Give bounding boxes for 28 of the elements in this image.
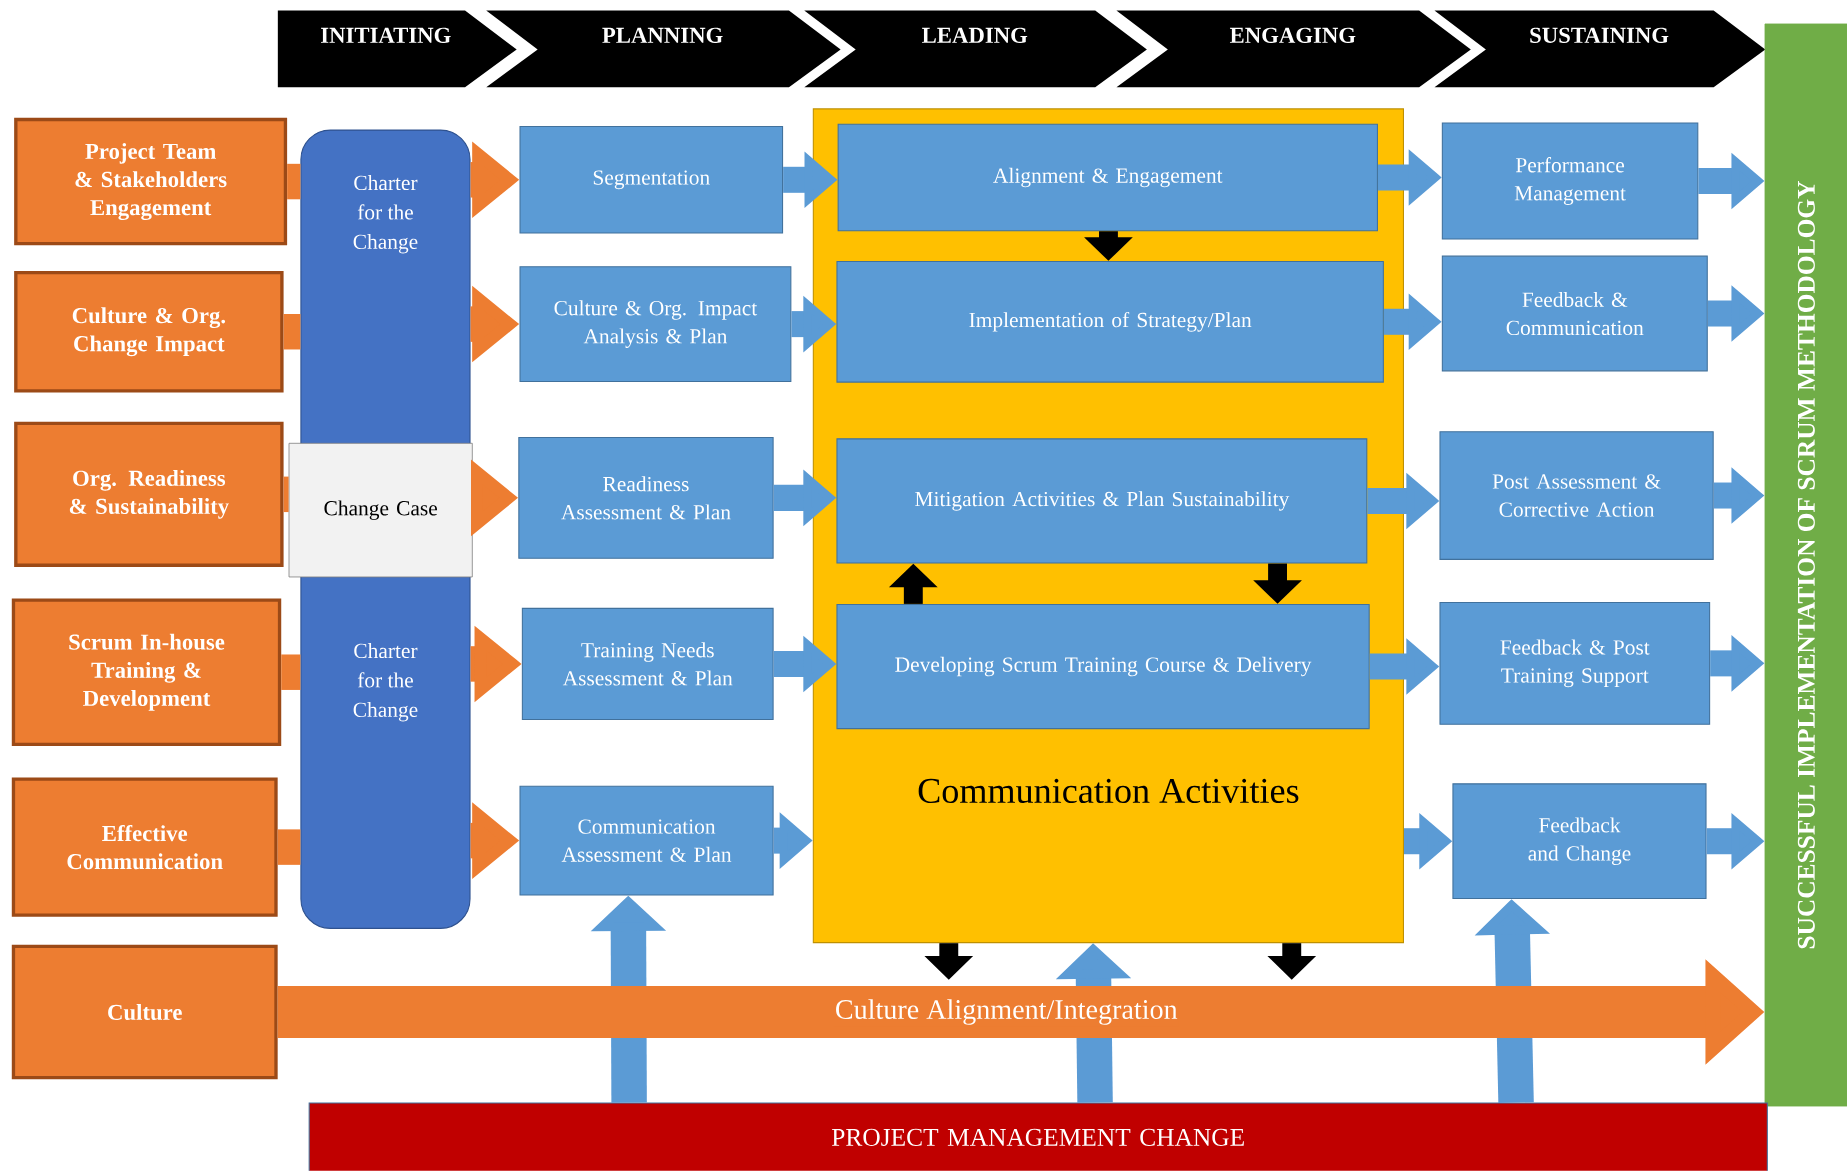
edge-label: Culture Alignment/Integration	[833, 997, 1179, 1027]
input-box: Effective Communication	[11, 777, 278, 917]
process-box: Mitigation Activities & Plan Sustainability	[836, 438, 1368, 564]
foundation-bar: PROJECT MANAGEMENT CHANGE	[308, 1102, 1768, 1171]
connector	[283, 476, 289, 513]
process-box: Readiness Assessment & Plan	[518, 437, 774, 559]
connector	[287, 163, 301, 200]
process-box: Training Needs Assessment & Plan	[521, 607, 774, 721]
process-box: Alignment & Engagement	[837, 123, 1378, 232]
connector	[277, 829, 301, 865]
change-case-box: Change Case	[288, 442, 473, 578]
input-box: Scrum In-house Training & Development	[11, 598, 282, 747]
phase-banner: INITIATING	[275, 8, 520, 90]
process-box: Performance Management	[1441, 122, 1699, 240]
input-box: Project Team & Stakeholders Engagement	[14, 117, 288, 246]
connector	[281, 654, 301, 690]
connector	[283, 314, 301, 350]
process-box: Post Assessment & Corrective Action	[1439, 431, 1714, 560]
process-box: Feedback & Communication	[1441, 255, 1708, 372]
process-box: Implementation of Strategy/Plan	[836, 261, 1384, 383]
outcome-bar: SUCCESSFUL IMPLEMENTATION OF SCRUM METHODOLOGY	[1764, 23, 1847, 1107]
process-box: Segmentation	[519, 126, 784, 234]
process-box: Feedback & Post Training Support	[1439, 602, 1711, 725]
input-box: Culture	[11, 944, 278, 1080]
input-box: Culture & Org. Change Impact	[14, 271, 284, 393]
process-box: Culture & Org. Impact Analysis & Plan	[519, 266, 792, 383]
input-box: Org. Readiness & Sustainability	[14, 421, 284, 568]
process-box: Developing Scrum Training Course & Delivery	[836, 603, 1370, 730]
